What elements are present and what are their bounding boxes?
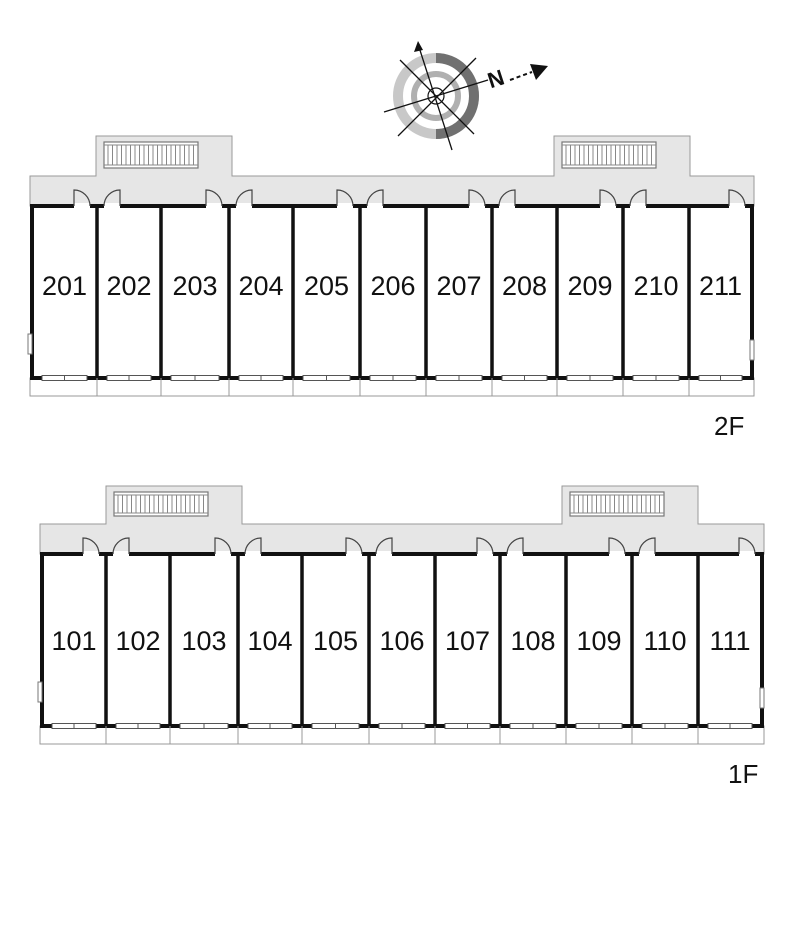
unit-number: 101 (51, 626, 96, 656)
unit-number: 207 (436, 271, 481, 301)
staircase-icon (103, 141, 199, 169)
unit-number: 206 (370, 271, 415, 301)
unit-number: 211 (699, 271, 742, 301)
unit-number: 205 (304, 271, 349, 301)
corridor-joint (106, 523, 242, 526)
door-swing-icon (244, 537, 262, 555)
door-swing-icon (366, 189, 384, 207)
unit-number: 108 (510, 626, 555, 656)
door-swing-icon (82, 537, 100, 555)
corridor (39, 523, 765, 555)
staircase-icon (569, 491, 665, 517)
door-opening (507, 551, 523, 557)
unit-number: 202 (106, 271, 151, 301)
door-opening (739, 551, 755, 557)
door-swing-icon (608, 537, 626, 555)
door-swing-icon (336, 189, 354, 207)
corridor-joint (562, 523, 698, 526)
unit-number: 210 (633, 271, 678, 301)
door-opening (245, 551, 261, 557)
door-opening (499, 203, 515, 209)
door-opening (74, 203, 90, 209)
staircase-icon (113, 491, 209, 517)
door-swing-icon (728, 189, 746, 207)
door-opening (639, 551, 655, 557)
door-swing-icon (214, 537, 232, 555)
door-swing-icon (205, 189, 223, 207)
side-window (27, 333, 33, 355)
door-opening (83, 551, 99, 557)
door-swing-icon (498, 189, 516, 207)
compass-lines (383, 43, 489, 151)
door-opening (376, 551, 392, 557)
door-opening (215, 551, 231, 557)
door-opening (469, 203, 485, 209)
floor-2f-plan: 201 202 203 204 205 206 207 208 209 210 211 2F (27, 135, 755, 441)
unit-number: 209 (567, 271, 612, 301)
door-opening (477, 551, 493, 557)
compass-north-dash (509, 71, 533, 81)
unit-number: 106 (379, 626, 424, 656)
unit-number: 201 (42, 271, 87, 301)
unit-number: 103 (181, 626, 226, 656)
door-opening (609, 551, 625, 557)
corridor-joint (554, 175, 690, 178)
door-opening (729, 203, 745, 209)
door-swing-icon (629, 189, 647, 207)
side-window (37, 681, 43, 703)
north-arrow-icon (530, 64, 548, 80)
floor-label: 2F (714, 411, 744, 441)
staircase-icon (561, 141, 657, 169)
door-swing-icon (345, 537, 363, 555)
door-opening (337, 203, 353, 209)
door-swing-icon (476, 537, 494, 555)
corridor-joint (96, 175, 232, 178)
door-swing-icon (468, 189, 486, 207)
side-window (749, 339, 755, 361)
door-swing-icon (738, 537, 756, 555)
door-opening (206, 203, 222, 209)
unit-number: 208 (502, 271, 547, 301)
unit-number: 107 (445, 626, 490, 656)
unit-number: 203 (172, 271, 217, 301)
door-opening (113, 551, 129, 557)
door-swing-icon (235, 189, 253, 207)
compass-outer-ring-shade (435, 53, 480, 139)
compass-arrowhead (414, 41, 423, 52)
unit-number: 110 (643, 626, 686, 656)
side-window (759, 687, 765, 709)
door-opening (236, 203, 252, 209)
door-swing-icon (506, 537, 524, 555)
unit-number: 204 (238, 271, 283, 301)
unit-number: 102 (115, 626, 160, 656)
compass-inner-ring (411, 71, 461, 121)
unit-block (30, 206, 754, 378)
door-opening (346, 551, 362, 557)
door-swing-icon (73, 189, 91, 207)
door-swing-icon (375, 537, 393, 555)
compass-north-letter: N (484, 65, 507, 94)
unit-number: 111 (709, 626, 750, 656)
unit-number: 105 (313, 626, 358, 656)
door-swing-icon (599, 189, 617, 207)
unit-number: 109 (576, 626, 621, 656)
door-swing-icon (103, 189, 121, 207)
door-opening (600, 203, 616, 209)
door-opening (367, 203, 383, 209)
unit-block (40, 554, 764, 726)
compass-rose-icon: N (383, 41, 548, 151)
floor-label: 1F (728, 759, 758, 789)
door-opening (104, 203, 120, 209)
door-opening (630, 203, 646, 209)
unit-number: 104 (247, 626, 292, 656)
floor-1f-plan: 101 102 103 104 105 106 107 108 109 110 111 1F (37, 485, 765, 789)
door-swing-icon (638, 537, 656, 555)
door-swing-icon (112, 537, 130, 555)
